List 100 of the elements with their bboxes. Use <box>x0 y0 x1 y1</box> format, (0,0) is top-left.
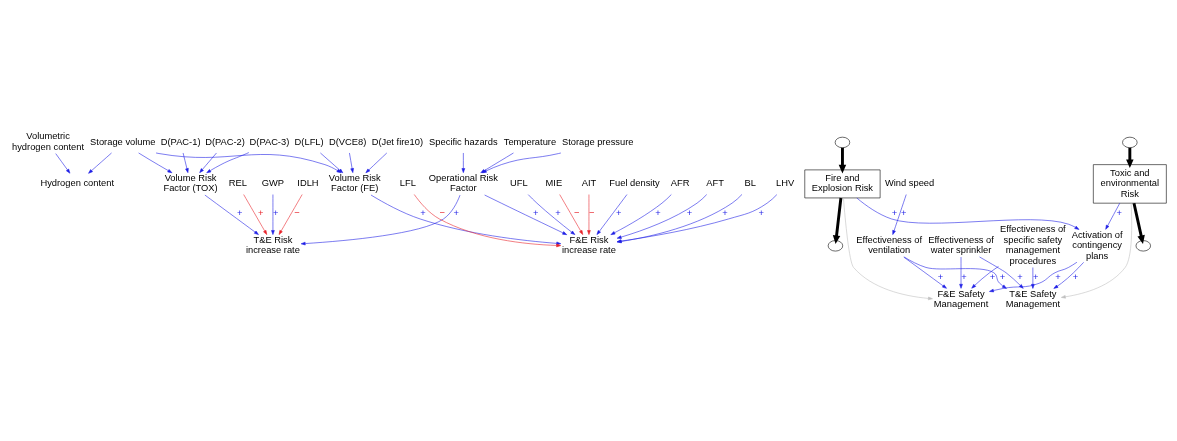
arrow <box>979 256 1024 289</box>
node-text: Fuel density <box>609 177 660 188</box>
node-text: Volume Risk Factor (FE) <box>328 172 381 193</box>
node-text: Effectiveness of water sprinkler <box>928 234 994 255</box>
arrow <box>892 193 907 235</box>
arrow <box>138 152 173 173</box>
edge-label: + <box>937 271 944 282</box>
edge-label: + <box>1072 271 1079 282</box>
edge-label: + <box>989 271 996 282</box>
arrow <box>959 256 963 289</box>
arrow <box>243 193 268 235</box>
arrow <box>461 152 466 173</box>
arrow <box>1105 202 1121 230</box>
node-text: Storage volume <box>90 136 156 147</box>
node-text: IDLH <box>297 177 319 188</box>
node-box: Toxic and environmental Risk <box>1093 163 1167 203</box>
arrow <box>1132 202 1145 244</box>
edge-label: + <box>686 207 693 218</box>
node-text: T&E Safety Management <box>1005 288 1061 309</box>
arrow <box>370 194 562 245</box>
arrow <box>838 147 847 173</box>
node-text: Storage pressure <box>561 136 634 147</box>
node-text: MIE <box>545 177 563 188</box>
node-text: Hydrogen content <box>40 177 115 188</box>
arrow <box>832 197 843 244</box>
node-text: Volumetric hydrogen content <box>11 130 85 152</box>
edge-label: − <box>294 207 300 218</box>
edge-label: + <box>236 207 243 218</box>
node-text: D(LFL) <box>294 136 324 147</box>
node-text: Effectiveness of specific safety management procedures <box>1000 223 1066 266</box>
node-text: F&E Safety Management <box>933 288 989 309</box>
arrow <box>182 152 189 173</box>
node-cloud <box>834 136 851 148</box>
edge-label: + <box>1116 207 1123 218</box>
node-text: BL <box>744 177 756 188</box>
node-text: D(PAC-1) <box>160 136 201 147</box>
arrow <box>204 194 259 235</box>
edge-label: − <box>439 207 446 218</box>
edge-label: + <box>891 207 898 218</box>
arrow <box>271 193 275 235</box>
edge-label: + <box>1033 271 1039 282</box>
arrow <box>413 193 561 247</box>
node-text: AFR <box>670 177 690 188</box>
arrow <box>349 152 354 173</box>
edge-label: + <box>1055 271 1061 282</box>
edge-label: + <box>758 207 764 218</box>
arrow <box>365 152 388 173</box>
arrow <box>206 151 250 173</box>
arrow <box>843 197 933 300</box>
node-text: Temperature <box>503 136 557 147</box>
node-text: F&E Risk increase rate <box>561 234 616 255</box>
arrow <box>1053 261 1084 289</box>
node-text: LHV <box>776 177 795 188</box>
arrow <box>1061 202 1132 299</box>
node-text: T&E Risk increase rate <box>245 234 300 255</box>
arrow <box>989 261 1078 292</box>
node-text: Operational Risk Factor <box>428 172 498 193</box>
arrow <box>199 152 217 173</box>
arrow <box>596 193 628 235</box>
node-text: UFL <box>510 177 528 188</box>
arrow <box>1031 266 1035 289</box>
arrow <box>527 193 576 235</box>
node-text: LFL <box>399 177 416 188</box>
node-text: Effectiveness of ventilation <box>856 234 923 255</box>
node-text: REL <box>228 177 247 188</box>
edge-label: − <box>589 207 595 218</box>
node-text: Specific hazards <box>429 136 498 147</box>
node-cloud <box>1135 239 1151 251</box>
arrow <box>587 193 591 235</box>
arrow <box>616 193 707 239</box>
edge-label: + <box>655 207 661 218</box>
arrow <box>971 265 999 288</box>
edge-label: − <box>573 207 580 218</box>
edge-label: + <box>453 207 460 218</box>
node-text: Activation of contingency plans <box>1071 229 1123 261</box>
edge-label: + <box>273 207 279 218</box>
arrow <box>856 197 1080 230</box>
node-text: D(PAC-3) <box>249 136 290 147</box>
arrow <box>484 194 568 235</box>
node-text: D(Jet fire10) <box>371 136 424 147</box>
arrow <box>1126 147 1134 168</box>
arrow <box>903 256 1007 289</box>
edge-label: + <box>257 207 264 218</box>
edge-label: + <box>999 271 1006 282</box>
node-cloud <box>1122 136 1138 148</box>
edge-label: + <box>555 207 561 218</box>
arrow <box>300 194 461 245</box>
node-text: AFT <box>706 177 724 188</box>
arrow <box>55 152 71 173</box>
node-text: Volume Risk Factor (TOX) <box>163 172 218 193</box>
node-text: D(VCE8) <box>329 136 367 147</box>
edge-label: + <box>722 207 728 218</box>
arrow <box>88 152 112 174</box>
edge-label: + <box>616 207 622 218</box>
arrow <box>559 193 584 235</box>
node-text: GWP <box>261 177 285 188</box>
edge-label: + <box>901 207 907 218</box>
node-text: AIT <box>581 177 597 188</box>
node-cloud <box>827 239 844 251</box>
node-box: Fire and Explosion Risk <box>804 169 881 198</box>
